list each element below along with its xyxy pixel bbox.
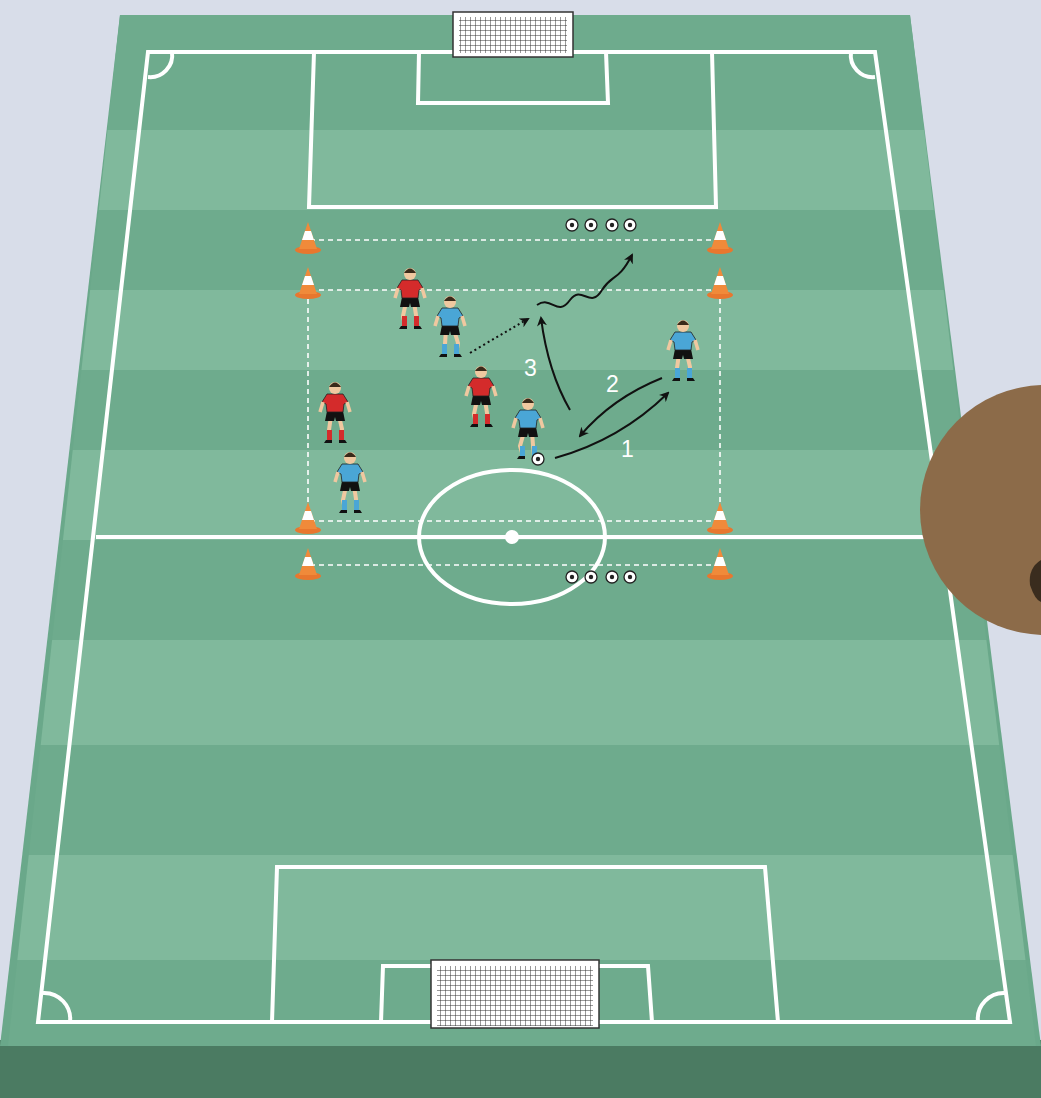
- player-figure: [466, 366, 496, 427]
- player-figure: [435, 296, 465, 357]
- callout-number: 3: [524, 357, 537, 380]
- player-figure: [335, 452, 365, 513]
- grass-stripe: [0, 290, 1041, 370]
- grass-stripe: [0, 640, 1041, 745]
- player-figure: [320, 382, 350, 443]
- grass-stripe: [0, 960, 1041, 1046]
- grass-stripe: [0, 130, 1041, 210]
- player-figure: [395, 268, 425, 329]
- grass-stripe: [0, 855, 1041, 960]
- grass-stripe: [0, 540, 1041, 640]
- player-figure: [668, 320, 698, 381]
- callout-number: 2: [606, 373, 619, 396]
- player-figure: [513, 398, 543, 459]
- grass-stripe: [0, 450, 1041, 540]
- grass-stripe: [0, 210, 1041, 290]
- callout-number: 1: [621, 438, 634, 461]
- grass-stripe: [0, 745, 1041, 855]
